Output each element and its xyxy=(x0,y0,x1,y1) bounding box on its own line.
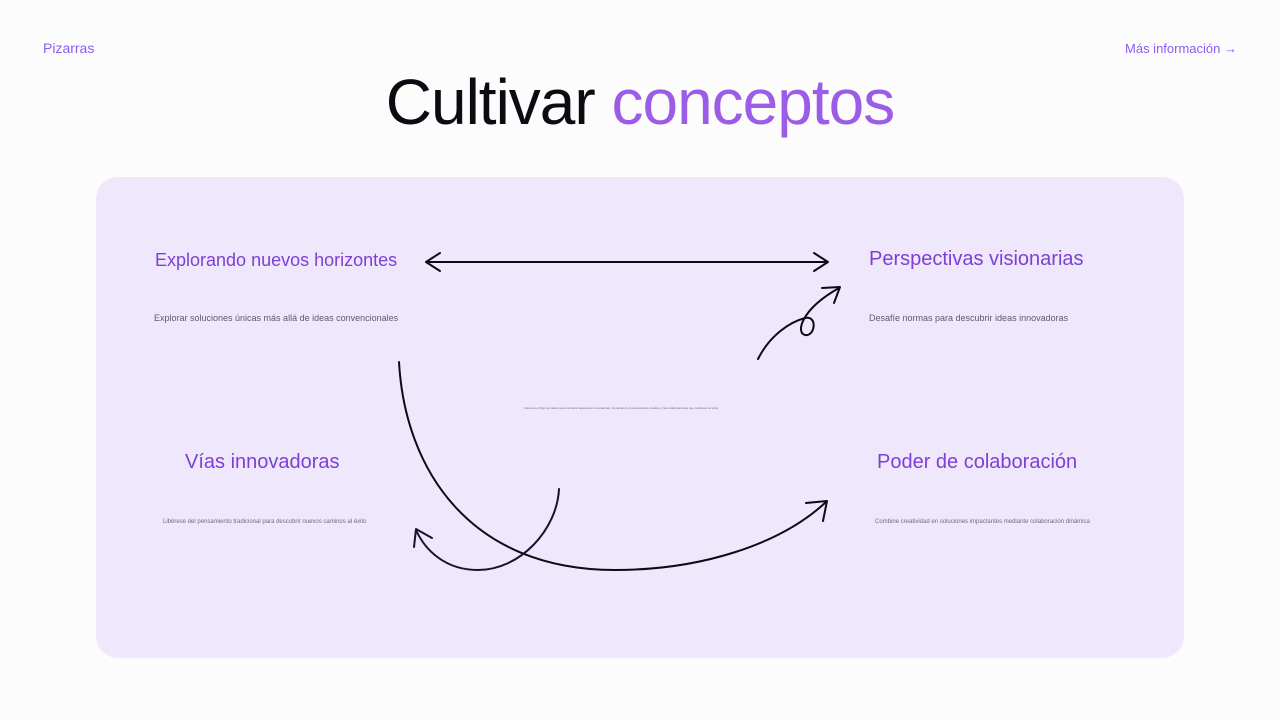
title-part-plain: Cultivar xyxy=(385,66,612,138)
heading-vias: Vías innovadoras xyxy=(185,451,340,473)
desc-colaboracion: Combine creatividad en soluciones impact… xyxy=(875,519,1090,525)
desc-perspectivas: Desafíe normas para descubrir ideas inno… xyxy=(869,313,1069,323)
page-title: Cultivar conceptos xyxy=(0,62,1280,142)
more-info-link[interactable]: Más información → xyxy=(1125,41,1237,56)
desc-explorando: Explorar soluciones únicas más allá de i… xyxy=(154,313,399,323)
title-part-accent: conceptos xyxy=(611,66,895,138)
heading-explorando: Explorando nuevos horizontes xyxy=(155,250,398,270)
heading-perspectivas: Perspectivas visionarias xyxy=(869,248,1084,270)
center-note: Fomente el flujo de ideas para encontrar… xyxy=(524,406,719,410)
heading-colaboracion: Poder de colaboración xyxy=(877,451,1078,473)
pizarras-link[interactable]: Pizarras xyxy=(43,40,95,56)
desc-vias: Libérese del pensamiento tradicional par… xyxy=(163,519,367,525)
